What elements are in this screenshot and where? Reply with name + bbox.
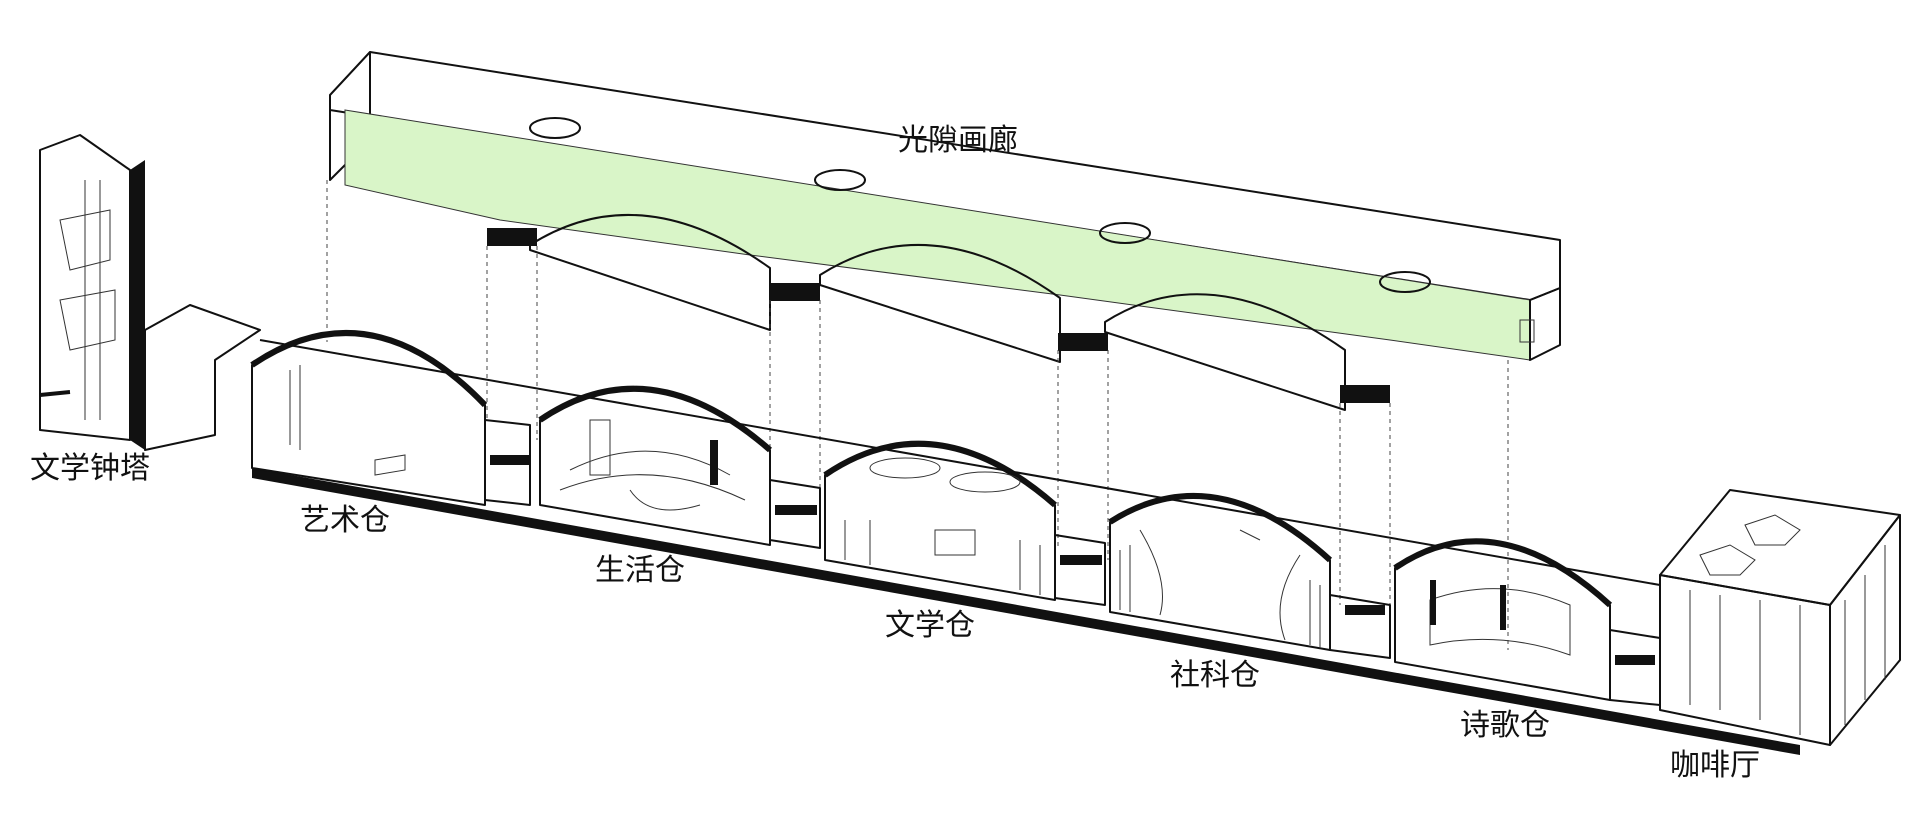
cafe: 咖啡厅	[1659, 489, 1901, 783]
space-label-art: 艺术仓	[300, 503, 390, 538]
gallery-block: 光隙画廊	[329, 51, 1561, 411]
tower-connector	[144, 304, 261, 451]
gallery-arch	[1104, 293, 1346, 411]
skylight	[814, 169, 866, 191]
space-label-clock-tower: 文学钟塔	[30, 451, 150, 486]
skylight	[529, 117, 581, 139]
cafe-side	[1829, 514, 1901, 746]
gallery-right-end	[1529, 287, 1561, 361]
gallery-pier	[1058, 333, 1108, 351]
clock-tower: 文学钟塔	[30, 134, 261, 486]
ground-slab	[252, 468, 1800, 755]
gallery-pier	[770, 283, 820, 301]
space-label-cafe: 咖啡厅	[1670, 748, 1760, 783]
gallery-title: 光隙画廊	[898, 123, 1018, 158]
cafe-front	[1659, 574, 1831, 746]
vault-social-science: 社科仓	[1108, 492, 1333, 693]
gallery-window	[1519, 319, 1535, 343]
lower-strip: 艺术仓 生活仓 文学仓	[250, 330, 1901, 783]
space-label-poetry: 诗歌仓	[1460, 708, 1550, 743]
space-label-social-science: 社科仓	[1170, 658, 1260, 693]
gallery-arch	[529, 213, 771, 331]
gallery-pier	[1340, 385, 1390, 403]
vault-poetry: 诗歌仓	[1393, 538, 1613, 743]
vault-shell	[1109, 494, 1331, 651]
vault-shell	[539, 387, 771, 546]
vault-literature: 文学仓	[823, 440, 1057, 643]
cafe-roof	[1659, 489, 1901, 606]
vault-life: 生活仓	[538, 385, 772, 588]
projection-lines	[326, 180, 1509, 650]
clock-tower-side	[130, 160, 145, 450]
gallery-pier	[487, 228, 537, 246]
space-label-literature: 文学仓	[885, 608, 975, 643]
gallery-arch	[819, 243, 1061, 363]
skylight	[1379, 271, 1431, 293]
skylight	[1099, 222, 1151, 244]
space-label-life: 生活仓	[595, 553, 685, 588]
vault-art: 艺术仓	[250, 330, 488, 538]
